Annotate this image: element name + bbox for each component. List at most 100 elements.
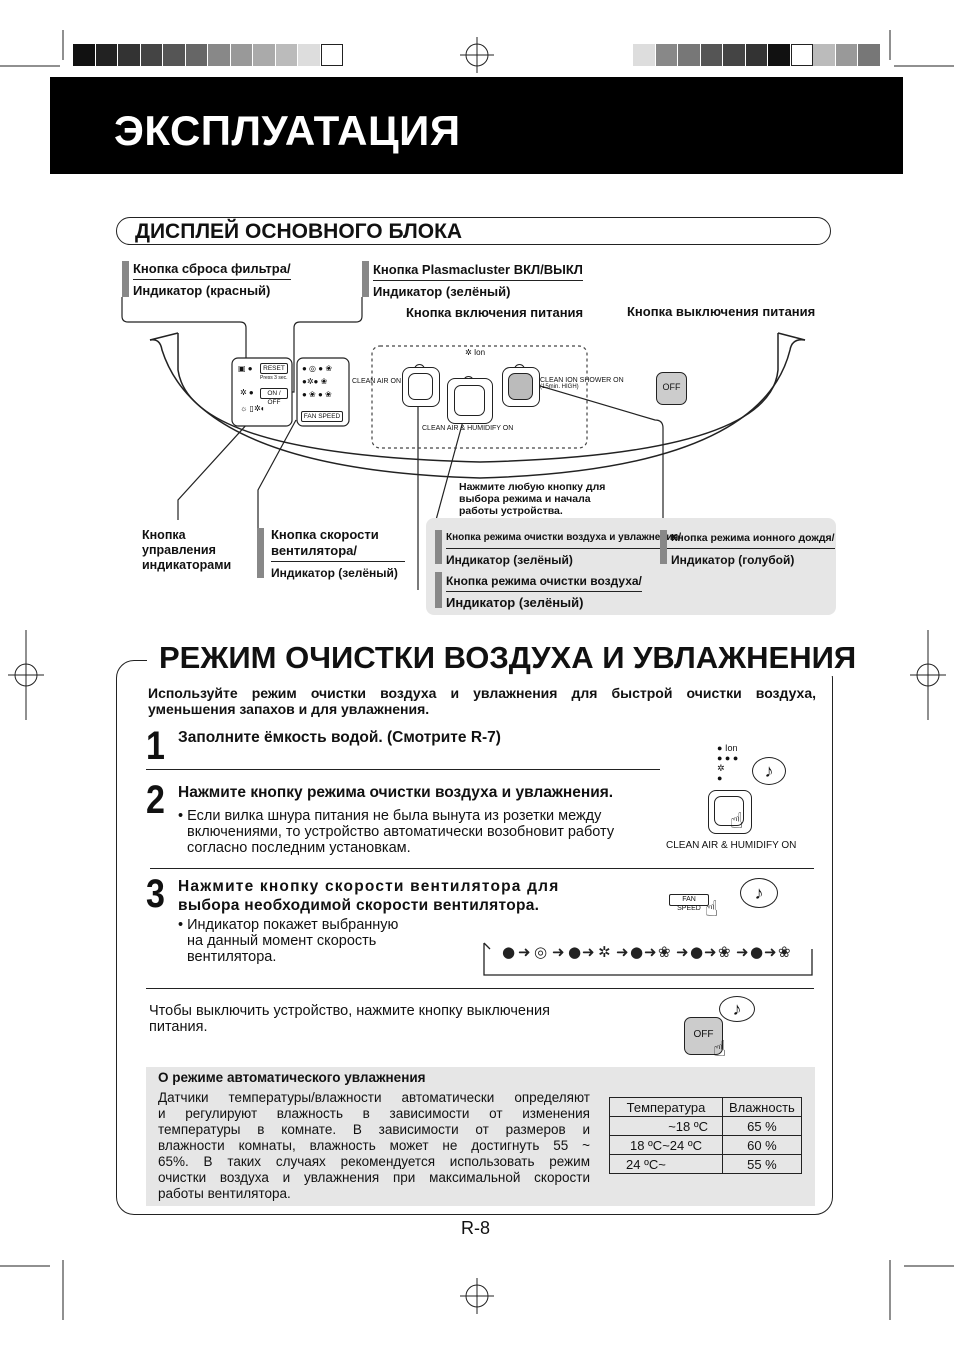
clean-air-on-label: CLEAN AIR ON	[352, 378, 402, 385]
beep-note-icon: ♪	[719, 996, 755, 1022]
indicator-control-label: Кнопка управления индикаторами	[142, 528, 232, 572]
filter-reset-label: Кнопка сброса фильтра/ Индикатор (красны…	[133, 261, 291, 298]
ion-icon: ● Ion● ● ●✲●	[717, 743, 739, 783]
auto-text-line: и регулируют влажность в зависимости от …	[158, 1106, 590, 1121]
clean-humidify-on-label: CLEAN AIR & HUMIDIFY ON	[422, 425, 514, 432]
label-tag	[435, 530, 442, 564]
display-section-title: ДИСПЛЕЙ ОСНОВНОГО БЛОКА	[135, 220, 463, 243]
auto-text-line: влажности комнаты, влажность может не до…	[158, 1138, 590, 1153]
clean-air-button[interactable]	[402, 367, 440, 407]
auto-text-line: очистки воздуха и увлажнения при максима…	[158, 1170, 590, 1185]
beep-note-icon: ♪	[752, 757, 786, 785]
header-banner: ЭКСПЛУАТАЦИЯ	[50, 77, 903, 174]
beep-note-icon: ♪	[740, 878, 778, 908]
auto-text-line: 65%. В таких случаях рекомендуется испол…	[158, 1154, 590, 1169]
onoff-button[interactable]: ON / OFF	[260, 388, 288, 406]
ion-shower-button[interactable]	[502, 367, 540, 407]
table-row: ~18 ºC 65 %	[609, 1116, 802, 1136]
svg-text:➜: ➜	[736, 943, 749, 961]
mode-intro: Используйте режим очистки воздуха и увла…	[148, 685, 816, 717]
svg-text:●: ●	[568, 943, 581, 961]
step-3-number: 3	[146, 872, 165, 916]
divider	[146, 769, 660, 770]
svg-text:●: ●	[630, 943, 643, 961]
table-header: Влажность	[722, 1097, 802, 1117]
svg-text:❀: ❀	[658, 943, 671, 961]
svg-text:❀: ❀	[718, 943, 731, 961]
press-any-button-note: Нажмите любую кнопку для выбора режима и…	[459, 481, 606, 517]
svg-text:➜: ➜	[518, 943, 531, 961]
mode-section-title: РЕЖИМ ОЧИСТКИ ВОЗДУХА И УВЛАЖНЕНИЯ	[147, 640, 869, 676]
ion-icon: ✲ Ion	[465, 348, 486, 357]
registration-bar-left	[73, 44, 343, 66]
off-button-illustration: OFF	[684, 1017, 723, 1055]
fan-speed-indicators: ● ◎ ● ❀●✲● ❀● ❀ ● ❀	[302, 364, 333, 399]
clean-air-mode-label: Кнопка режима очистки воздуха/ Индикатор…	[446, 574, 642, 610]
page-number: R-8	[461, 1218, 491, 1238]
divider	[150, 868, 814, 869]
fan-speed-label: Кнопка скорости вентилятора/ Индикатор (…	[271, 527, 405, 581]
svg-text:➜: ➜	[676, 943, 689, 961]
step-2-note: • Если вилка шнура питания не была вынут…	[178, 808, 615, 856]
svg-text:●: ●	[750, 943, 763, 961]
fan-speed-sequence: ●➜ ◎➜●➜ ✲➜●➜ ❀➜●➜ ❀➜●➜ ❀	[483, 942, 813, 976]
ion-rain-mode-label: Кнопка режима ионного дождя/ Индикатор (…	[671, 532, 835, 567]
step-2-number: 2	[146, 778, 165, 822]
fan-speed-button-illustration: FAN SPEED	[669, 894, 709, 912]
svg-text:❀: ❀	[778, 943, 791, 961]
svg-text:➜: ➜	[582, 943, 595, 961]
step-3-note: • Индикатор покажет выбранную на данный …	[178, 917, 399, 965]
light-icon: ☼ ▯✲◐	[240, 404, 266, 413]
auto-text-line: работы вентилятора.	[158, 1186, 291, 1201]
reset-button[interactable]: RESET	[260, 363, 288, 374]
step-3-text: Нажмите кнопку скорости вентилятора для …	[178, 878, 560, 914]
auto-humidification-text: Датчики температуры/влажности автоматиче…	[158, 1090, 590, 1202]
svg-text:●: ●	[502, 943, 515, 961]
power-off-instruction: Чтобы выключить устройство, нажмите кноп…	[149, 1003, 550, 1035]
power-on-label: Кнопка включения питания	[406, 305, 584, 320]
page-title: ЭКСПЛУАТАЦИЯ	[114, 107, 461, 154]
registration-bar-right	[633, 44, 881, 66]
svg-text:➜: ➜	[704, 943, 717, 961]
clean-ion-shower-label: CLEAN ION SHOWER ON (15min. HIGH)	[540, 377, 624, 390]
fan-speed-button[interactable]: FAN SPEED	[301, 411, 343, 422]
clean-humidify-mode-label: Кнопка режима очистки воздуха и увлажнен…	[446, 532, 682, 567]
power-off-button[interactable]: OFF	[656, 372, 687, 405]
mode-labels-background	[426, 518, 836, 615]
auto-text-line: Датчики температуры/влажности автоматиче…	[158, 1090, 590, 1105]
divider	[146, 988, 814, 989]
display-section-heading: ДИСПЛЕЙ ОСНОВНОГО БЛОКА	[116, 217, 831, 245]
press-3-sec: Press 3 sec.	[260, 375, 288, 381]
step-1-number: 1	[146, 724, 165, 768]
hand-icon: ☝	[730, 808, 744, 833]
label-tag	[362, 261, 369, 297]
label-tag	[122, 261, 129, 297]
hand-icon: ☝	[713, 1036, 727, 1061]
table-row: 24 ºC~ 55 %	[609, 1154, 802, 1174]
auto-text-line: температуры в комнате. В зависимости от …	[158, 1122, 590, 1137]
hand-icon: ☝	[705, 896, 719, 921]
svg-text:➜: ➜	[552, 943, 565, 961]
plasmacluster-label: Кнопка Plasmacluster ВКЛ/ВЫКЛ Индикатор …	[373, 262, 583, 299]
filter-icon: ▣ ●	[238, 364, 253, 373]
clean-humidify-button[interactable]	[447, 378, 493, 424]
power-off-label: Кнопка выключения питания	[627, 304, 816, 319]
auto-humidification-title: О режиме автоматического увлажнения	[158, 1070, 426, 1085]
step-2-text: Нажмите кнопку режима очистки воздуха и …	[178, 784, 614, 801]
svg-text:●: ●	[690, 943, 703, 961]
svg-text:✲: ✲	[598, 943, 611, 961]
step-1-text: Заполните ёмкость водой. (Смотрите R-7)	[178, 729, 501, 746]
svg-text:◎: ◎	[534, 943, 547, 961]
label-tag	[435, 572, 442, 608]
label-tag	[660, 530, 667, 564]
table-row: 18 ºC~24 ºC 60 %	[609, 1135, 802, 1155]
svg-text:➜: ➜	[644, 943, 657, 961]
table-header: Температура	[609, 1097, 723, 1117]
device-panel-drawing	[121, 297, 806, 590]
clean-humidify-button-illustration	[708, 790, 752, 834]
plasmacluster-icon: ✲ ●	[240, 388, 254, 397]
clean-humidify-caption: CLEAN AIR & HUMIDIFY ON	[666, 840, 797, 851]
humidity-table: Температура Влажность ~18 ºC 65 % 18 ºC~…	[609, 1097, 802, 1174]
svg-text:➜: ➜	[616, 943, 629, 961]
